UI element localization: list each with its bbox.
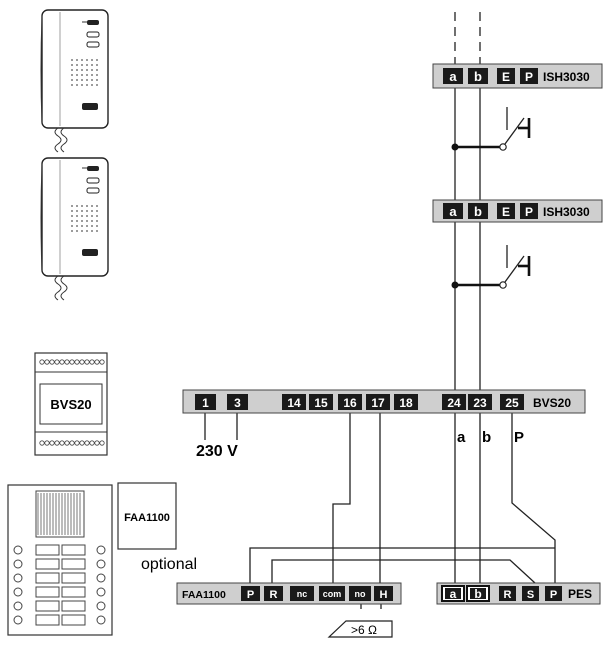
ish-top-e: E xyxy=(502,70,510,84)
pes-terminal-p: P xyxy=(550,589,557,601)
bvs-terminal-1: 1 xyxy=(202,396,209,410)
ish-top-a: a xyxy=(449,69,457,84)
faa-terminal-no: no xyxy=(355,589,366,599)
bvs-module-label: BVS20 xyxy=(50,397,91,412)
pes-terminal-a: a xyxy=(450,587,457,601)
ish-mid-a: a xyxy=(449,204,457,219)
faa1100-bar: FAA1100 P R nc com no H xyxy=(176,582,402,605)
ish-mid-name: ISH3030 xyxy=(543,205,590,219)
resistor-symbol: >6 Ω xyxy=(327,620,393,638)
intercom-handset-1 xyxy=(40,9,109,153)
faa-terminal-nc: nc xyxy=(297,589,308,599)
ish3030-top-bar: a b E P ISH3030 xyxy=(432,63,603,89)
bvs-terminal-3: 3 xyxy=(234,396,241,410)
pes-terminal-r: R xyxy=(504,589,512,601)
bvs-terminal-25: 25 xyxy=(505,396,519,410)
bvs-terminal-15: 15 xyxy=(314,396,328,410)
faa-terminal-com: com xyxy=(323,589,342,599)
ish-top-p: P xyxy=(525,70,533,84)
faa-bar-name: FAA1100 xyxy=(182,589,226,601)
faa-terminal-r: R xyxy=(270,589,278,601)
bvs-terminal-23: 23 xyxy=(473,396,487,410)
ish-mid-b: b xyxy=(474,204,482,219)
power-label: 230 V xyxy=(196,443,238,460)
ish-mid-p: P xyxy=(525,205,533,219)
ish-mid-e: E xyxy=(502,205,510,219)
bvs20-bar: 1 3 14 15 16 17 18 24 23 25 BVS20 xyxy=(182,389,586,414)
bvs-terminal-14: 14 xyxy=(287,396,301,410)
bvs-terminal-18: 18 xyxy=(399,396,413,410)
pes-bar-name: PES xyxy=(568,587,592,601)
wiring xyxy=(204,12,556,609)
faa1100-box: FAA1100 xyxy=(117,482,177,550)
door-station-panel xyxy=(7,484,113,636)
bvs-terminal-17: 17 xyxy=(371,396,385,410)
faa-terminal-h: H xyxy=(380,589,388,601)
ish-top-b: b xyxy=(474,69,482,84)
line-label-b: b xyxy=(482,429,491,446)
faa-box-label: FAA1100 xyxy=(124,512,170,524)
bvs-bar-name: BVS20 xyxy=(533,396,571,410)
line-label-a: a xyxy=(457,429,466,446)
bvs-terminal-16: 16 xyxy=(343,396,357,410)
intercom-handset-2 xyxy=(40,157,109,301)
line-label-p: P xyxy=(514,429,524,446)
pes-bar: a b R S P PES xyxy=(436,582,601,605)
pes-terminal-s: S xyxy=(527,589,534,601)
bvs20-module: BVS20 xyxy=(34,352,108,456)
ish3030-mid-bar: a b E P ISH3030 xyxy=(432,199,603,223)
ish-top-name: ISH3030 xyxy=(543,70,590,84)
resistor-label: >6 Ω xyxy=(351,623,377,637)
optional-label: optional xyxy=(141,556,197,573)
bvs-terminal-24: 24 xyxy=(447,396,461,410)
pes-terminal-b: b xyxy=(474,587,481,601)
faa-terminal-p: P xyxy=(247,589,254,601)
